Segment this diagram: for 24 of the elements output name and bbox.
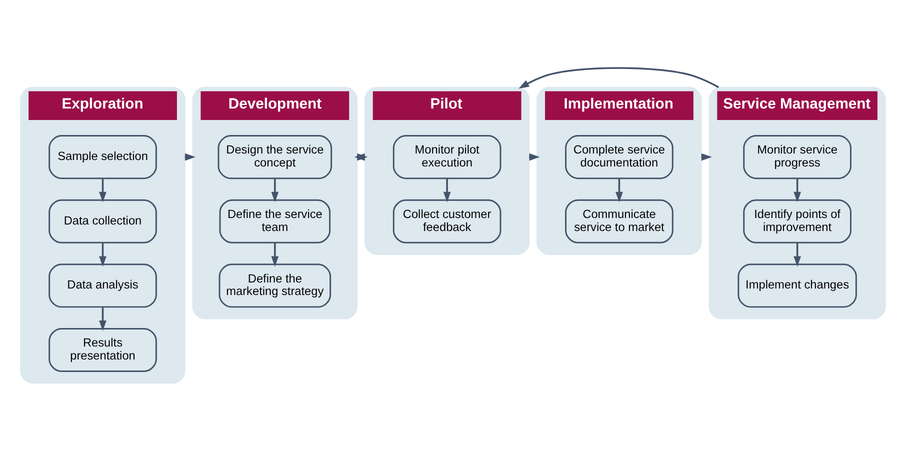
node-box: Define the service team bbox=[219, 198, 331, 243]
arrow bbox=[271, 178, 279, 202]
node-box: Define the marketing strategy bbox=[218, 263, 332, 308]
node-box: Data collection bbox=[48, 198, 157, 243]
arrow bbox=[99, 306, 106, 331]
arrow bbox=[518, 66, 720, 88]
node-box: Monitor service progress bbox=[743, 134, 852, 179]
node-box: Monitor pilot execution bbox=[392, 134, 502, 179]
arrow bbox=[794, 178, 801, 202]
arrow bbox=[616, 178, 623, 202]
node-box: Design the service concept bbox=[218, 134, 332, 179]
arrow bbox=[99, 178, 106, 202]
arrow bbox=[271, 242, 279, 266]
node-box: Data analysis bbox=[48, 263, 157, 308]
node-box: Collect customer feedback bbox=[392, 198, 502, 243]
node-box: Sample selection bbox=[48, 134, 157, 179]
arrow bbox=[794, 242, 801, 266]
node-box: Implement changes bbox=[738, 263, 857, 308]
arrow bbox=[443, 178, 451, 202]
node-box: Complete service documentation bbox=[565, 134, 674, 179]
arrow bbox=[99, 242, 106, 266]
node-box: Identify points of improvement bbox=[743, 198, 852, 243]
node-box: Communicate service to market bbox=[565, 198, 674, 243]
node-box: Results presentation bbox=[48, 327, 157, 372]
